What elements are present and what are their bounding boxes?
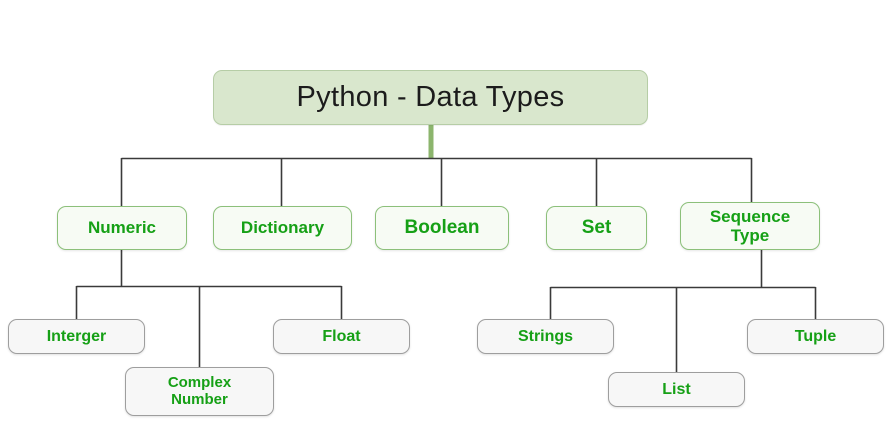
node-label-set: Set	[581, 217, 612, 239]
node-strings: Strings	[477, 319, 614, 354]
node-label-dictionary: Dictionary	[240, 218, 325, 238]
node-list: List	[608, 372, 745, 407]
node-label-root: Python - Data Types	[296, 81, 565, 113]
node-set: Set	[546, 206, 647, 250]
node-dictionary: Dictionary	[213, 206, 352, 250]
node-label-float: Float	[322, 327, 361, 345]
node-label-list: List	[662, 380, 691, 398]
node-label-sequence-type: Sequence Type	[709, 206, 791, 245]
node-label-tuple: Tuple	[794, 327, 837, 345]
node-float: Float	[273, 319, 410, 354]
node-label-numeric: Numeric	[87, 218, 157, 238]
node-numeric: Numeric	[57, 206, 187, 250]
node-sequence-type: Sequence Type	[680, 202, 820, 250]
node-label-boolean: Boolean	[404, 217, 480, 239]
node-boolean: Boolean	[375, 206, 509, 250]
node-python-data-types: Python - Data Types	[213, 70, 648, 125]
node-label-interger: Interger	[46, 327, 107, 345]
node-complex-number: Complex Number	[125, 367, 274, 416]
node-label-strings: Strings	[517, 327, 574, 345]
node-interger: Interger	[8, 319, 145, 354]
node-label-complex-number: Complex Number	[167, 373, 232, 408]
node-tuple: Tuple	[747, 319, 884, 354]
